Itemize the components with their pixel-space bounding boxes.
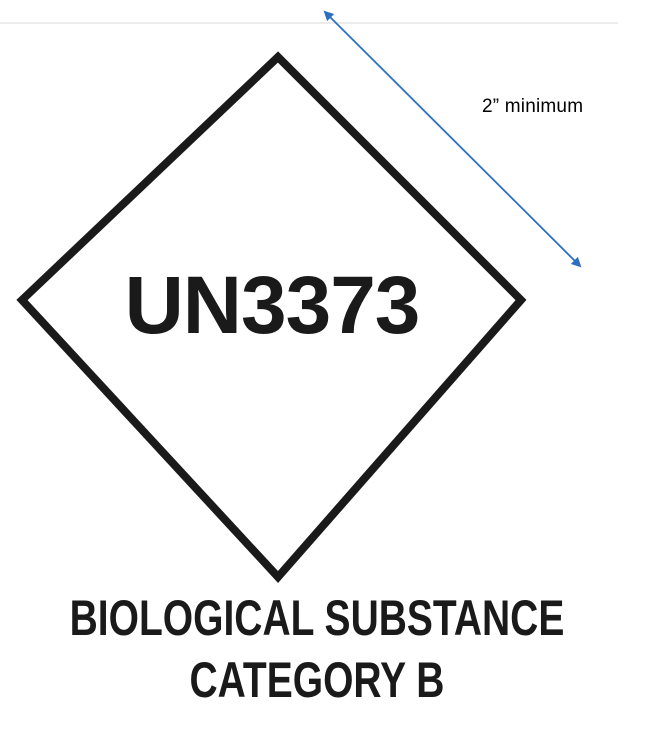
caption-line-2: CATEGORY B — [189, 652, 445, 708]
un-number: UN3373 — [125, 260, 420, 351]
dimension-label: 2” minimum — [482, 96, 584, 117]
caption-line-1: BIOLOGICAL SUBSTANCE — [69, 590, 565, 646]
dimension-arrow — [323, 10, 582, 268]
